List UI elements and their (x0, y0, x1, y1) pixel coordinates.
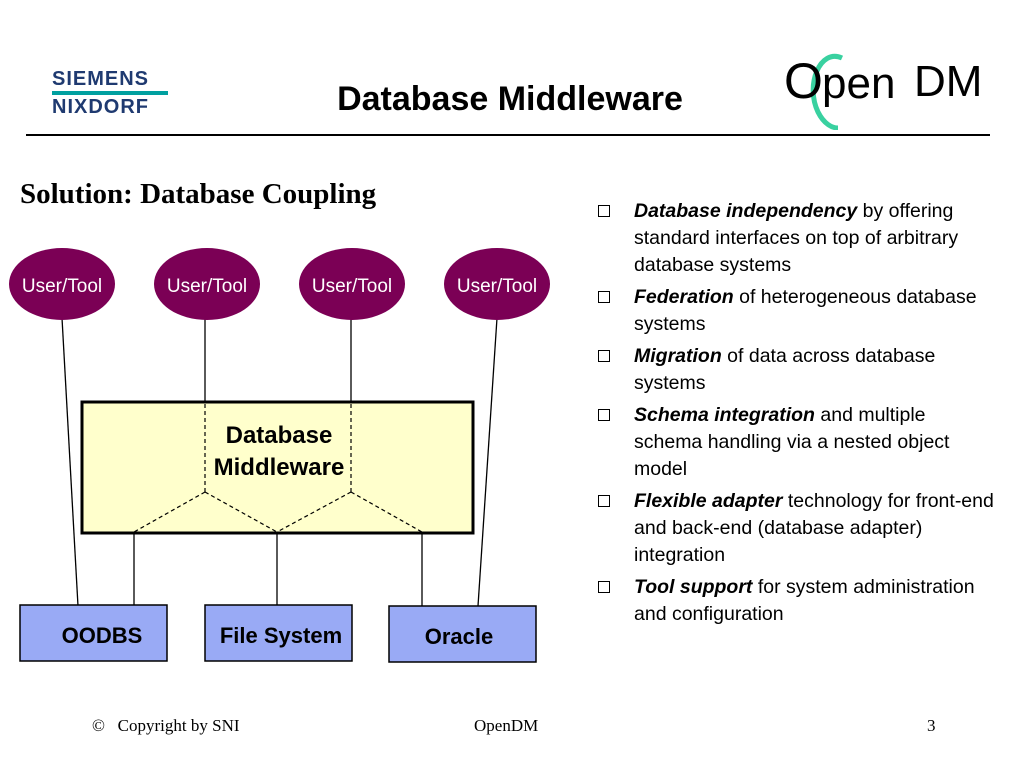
square-bullet-icon (598, 495, 610, 507)
user-tool-ellipse-1 (9, 248, 115, 320)
logo-line-nixdorf: NIXDORF (52, 96, 149, 118)
feature-text: of heterogeneous database systems (634, 286, 977, 335)
square-bullet-icon (598, 409, 610, 421)
user-tool-label-1: User/Tool (22, 276, 102, 297)
logo-swoosh (810, 53, 844, 130)
page-title: Database Middleware (337, 80, 683, 118)
user-tool-ellipse-2 (154, 248, 260, 320)
logo-line-siemens: SIEMENS (52, 68, 150, 90)
architecture-diagram: Database Middleware User/Tool User/Tool … (9, 248, 550, 663)
footer-product: OpenDM (474, 716, 539, 735)
user-tool-label-4: User/Tool (457, 276, 537, 297)
footer-copyright: © Copyright by SNI (92, 716, 240, 736)
feature-item: Database independency by offering standa… (596, 198, 996, 279)
backend-box-filesystem (204, 604, 353, 662)
square-bullet-icon (598, 205, 610, 217)
user-tool-ellipse-4 (444, 248, 550, 320)
backend-label-oodbs: OODBS (62, 623, 143, 648)
middleware-label-line1: Database (226, 422, 333, 449)
feature-text: by offering standard interfaces on top o… (634, 200, 959, 276)
feature-list: Database independency by offering standa… (596, 198, 996, 633)
footer-copyright-text: Copyright by SNI (117, 716, 240, 735)
logo-letter-o: O (784, 53, 823, 109)
feature-text: technology for front-end and back-end (d… (634, 490, 994, 566)
feature-text: and multiple schema handling via a neste… (634, 404, 950, 480)
feature-emphasis: Schema integration (634, 404, 815, 426)
logo-text-dm: DM (914, 57, 982, 106)
square-bullet-icon (598, 350, 610, 362)
header-divider (26, 134, 990, 136)
logo-bar (52, 91, 168, 95)
copyright-icon: © (92, 716, 105, 735)
feature-text: of data across database systems (634, 345, 936, 394)
middleware-label-line2: Middleware (214, 454, 345, 481)
square-bullet-icon (598, 291, 610, 303)
siemens-nixdorf-logo: SIEMENS NIXDORF (52, 68, 168, 118)
feature-item: Tool support for system administration a… (596, 574, 996, 628)
logo-text-pen: pen (822, 59, 895, 108)
feature-item: Migration of data across database system… (596, 343, 996, 397)
connector-user1-oodbs (61, 317, 79, 607)
feature-emphasis: Database independency (634, 200, 858, 222)
feature-emphasis: Flexible adapter (634, 490, 783, 512)
feature-item: Federation of heterogeneous database sys… (596, 284, 996, 338)
feature-item: Schema integration and multiple schema h… (596, 402, 996, 483)
opendm-logo: O pen DM (784, 53, 982, 130)
connector-user4-oracle (477, 317, 498, 607)
user-tool-label-2: User/Tool (167, 276, 247, 297)
slide-subtitle: Solution: Database Coupling (20, 178, 377, 210)
feature-item: Flexible adapter technology for front-en… (596, 488, 996, 569)
feature-text: for system administration and configurat… (634, 576, 975, 625)
middleware-box (80, 400, 475, 535)
backend-box-oracle (388, 605, 537, 663)
backend-box-oodbs (19, 604, 168, 662)
feature-emphasis: Migration (634, 345, 722, 367)
backend-label-oracle: Oracle (425, 624, 494, 649)
feature-emphasis: Tool support (634, 576, 753, 598)
feature-emphasis: Federation (634, 286, 734, 308)
user-tool-label-3: User/Tool (312, 276, 392, 297)
backend-label-filesystem: File System (220, 623, 342, 648)
footer-page-number: 3 (927, 716, 936, 735)
internal-routing (133, 404, 423, 533)
user-tool-ellipse-3 (299, 248, 405, 320)
square-bullet-icon (598, 581, 610, 593)
